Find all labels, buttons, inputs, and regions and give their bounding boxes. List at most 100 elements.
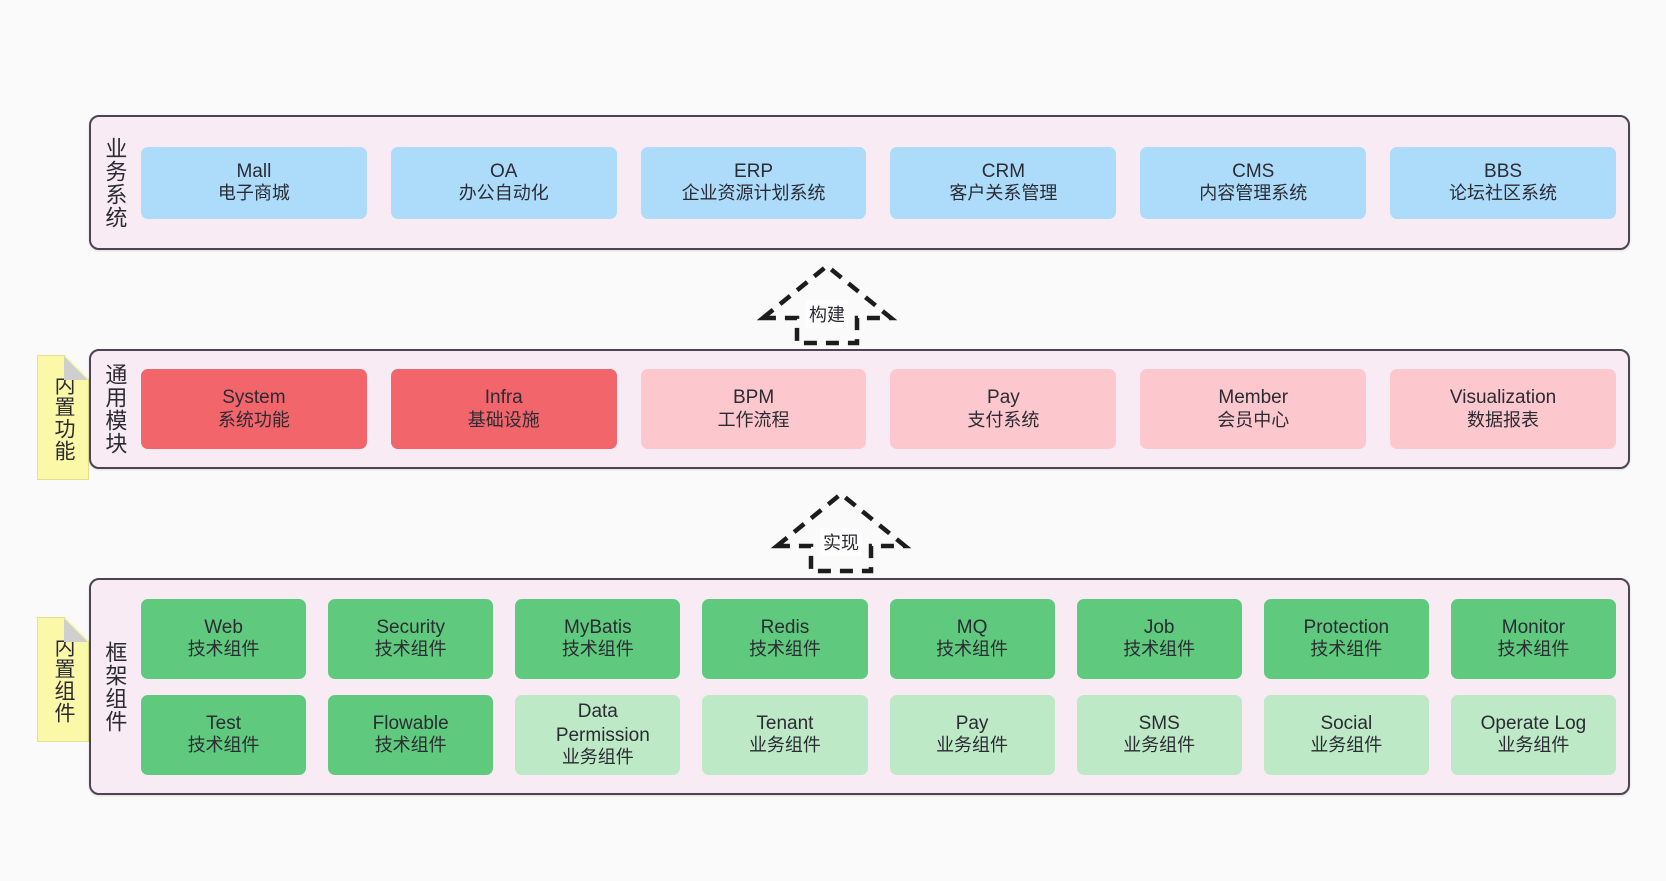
layer-title-framework-component: 框架组件 [102, 640, 128, 733]
card-subtitle: 内容管理系统 [1199, 183, 1308, 204]
card-title: Pay [987, 387, 1020, 409]
card-title: Member [1218, 387, 1289, 409]
card-subtitle: 技术组件 [187, 735, 260, 756]
card-title: Data Permission [555, 701, 650, 746]
card-subtitle: 技术组件 [748, 639, 821, 660]
card-subtitle: 技术组件 [561, 639, 634, 660]
card-job[interactable]: Job 技术组件 [1076, 598, 1242, 679]
card-protection[interactable]: Protection 技术组件 [1263, 598, 1429, 679]
card-title: Flowable [372, 712, 449, 734]
card-title: Monitor [1501, 616, 1566, 638]
layer-business-system: 业务系统 Mall 电子商城 OA 办公自动化 ERP 企业资源计划系统 CRM… [89, 115, 1630, 250]
card-subtitle: 业务组件 [1123, 735, 1196, 756]
layer-body-business-system: Mall 电子商城 OA 办公自动化 ERP 企业资源计划系统 CRM 客户关系… [137, 117, 1628, 248]
card-subtitle: 工作流程 [717, 409, 790, 430]
arrow-outline [770, 491, 912, 574]
card-erp[interactable]: ERP 企业资源计划系统 [640, 146, 867, 219]
layer-title-common-module: 通用模块 [102, 363, 128, 455]
card-tenant[interactable]: Tenant 业务组件 [702, 694, 868, 775]
card-title: ERP [734, 160, 774, 182]
card-title: Visualization [1449, 387, 1557, 409]
card-title: Redis [760, 616, 810, 638]
card-subtitle: 技术组件 [374, 639, 447, 660]
card-data-permission[interactable]: Data Permission 业务组件 [515, 694, 681, 775]
card-cms[interactable]: CMS 内容管理系统 [1140, 146, 1367, 219]
card-crm[interactable]: CRM 客户关系管理 [890, 146, 1117, 219]
card-subtitle: 论坛社区系统 [1449, 183, 1558, 204]
card-row: Web 技术组件 Security 技术组件 MyBatis 技术组件 Redi… [141, 598, 1616, 679]
layer-body-common-module: System 系统功能 Infra 基础设施 BPM 工作流程 Pay 支付系统… [137, 351, 1628, 467]
note-builtin-component: 内置组件 [37, 617, 89, 742]
card-title: Mall [236, 160, 272, 182]
card-mq[interactable]: MQ 技术组件 [889, 598, 1055, 679]
card-title: Pay [955, 712, 989, 734]
card-row: System 系统功能 Infra 基础设施 BPM 工作流程 Pay 支付系统… [141, 369, 1616, 449]
card-subtitle: 业务组件 [936, 735, 1009, 756]
card-sms[interactable]: SMS 业务组件 [1076, 694, 1242, 775]
card-subtitle: 数据报表 [1467, 409, 1540, 430]
card-pay[interactable]: Pay 支付系统 [890, 369, 1117, 449]
card-row: Mall 电子商城 OA 办公自动化 ERP 企业资源计划系统 CRM 客户关系… [141, 146, 1616, 219]
card-subtitle: 电子商城 [217, 183, 290, 204]
card-bbs[interactable]: BBS 论坛社区系统 [1390, 146, 1616, 219]
card-subtitle: 业务组件 [1310, 735, 1383, 756]
card-title: Web [204, 616, 243, 638]
card-operate-log[interactable]: Operate Log 业务组件 [1450, 694, 1616, 775]
card-title: MyBatis [564, 616, 632, 638]
card-subtitle: 业务组件 [561, 746, 634, 767]
card-test[interactable]: Test 技术组件 [141, 694, 307, 775]
layer-title-business-system: 业务系统 [102, 136, 128, 229]
note-fold-corner [64, 618, 88, 642]
note-label: 内置组件 [51, 635, 75, 724]
card-title: OA [490, 160, 518, 182]
arrow-outline [756, 263, 898, 346]
card-redis[interactable]: Redis 技术组件 [702, 598, 868, 679]
card-subtitle: 技术组件 [936, 639, 1009, 660]
arrow-label: 实现 [820, 528, 862, 556]
card-mall[interactable]: Mall 电子商城 [141, 146, 367, 219]
card-mybatis[interactable]: MyBatis 技术组件 [515, 598, 681, 679]
card-web[interactable]: Web 技术组件 [141, 598, 307, 679]
card-title: Test [206, 712, 241, 734]
card-title: Job [1143, 616, 1175, 638]
card-title: BPM [732, 387, 775, 409]
card-title: Social [1320, 712, 1373, 734]
card-subtitle: 会员中心 [1217, 409, 1290, 430]
card-title: Infra [484, 387, 523, 409]
card-title: CRM [981, 160, 1026, 182]
card-subtitle: 业务组件 [1497, 735, 1570, 756]
card-title: MQ [956, 616, 988, 638]
card-visualization[interactable]: Visualization 数据报表 [1390, 369, 1616, 449]
card-security[interactable]: Security 技术组件 [328, 598, 494, 679]
card-social[interactable]: Social 业务组件 [1263, 694, 1429, 775]
arrow-label: 构建 [806, 300, 848, 328]
card-title: BBS [1484, 160, 1523, 182]
card-subtitle: 技术组件 [1497, 639, 1570, 660]
layer-common-module: 通用模块 System 系统功能 Infra 基础设施 BPM 工作流程 Pay… [89, 349, 1630, 469]
card-monitor[interactable]: Monitor 技术组件 [1450, 598, 1616, 679]
card-subtitle: 支付系统 [967, 409, 1040, 430]
note-label: 内置功能 [51, 373, 75, 462]
arrow-implement: 实现 [770, 490, 912, 574]
card-subtitle: 技术组件 [1310, 639, 1383, 660]
card-subtitle: 企业资源计划系统 [681, 183, 826, 204]
card-subtitle: 技术组件 [374, 735, 447, 756]
card-bpm[interactable]: BPM 工作流程 [640, 369, 867, 449]
card-subtitle: 基础设施 [467, 409, 540, 430]
card-oa[interactable]: OA 办公自动化 [390, 146, 617, 219]
card-subtitle: 客户关系管理 [949, 183, 1058, 204]
layer-body-framework-component: Web 技术组件 Security 技术组件 MyBatis 技术组件 Redi… [137, 580, 1628, 793]
card-infra[interactable]: Infra 基础设施 [390, 369, 617, 449]
card-pay-component[interactable]: Pay 业务组件 [889, 694, 1055, 775]
card-flowable[interactable]: Flowable 技术组件 [328, 694, 494, 775]
card-title: CMS [1232, 160, 1275, 182]
arrow-build: 构建 [756, 262, 898, 346]
card-title: Tenant [756, 712, 814, 734]
card-title: Protection [1303, 616, 1390, 638]
card-title: System [222, 387, 286, 409]
note-fold-corner [64, 356, 88, 380]
card-title: Operate Log [1480, 712, 1587, 734]
card-system[interactable]: System 系统功能 [141, 369, 367, 449]
card-member[interactable]: Member 会员中心 [1140, 369, 1367, 449]
